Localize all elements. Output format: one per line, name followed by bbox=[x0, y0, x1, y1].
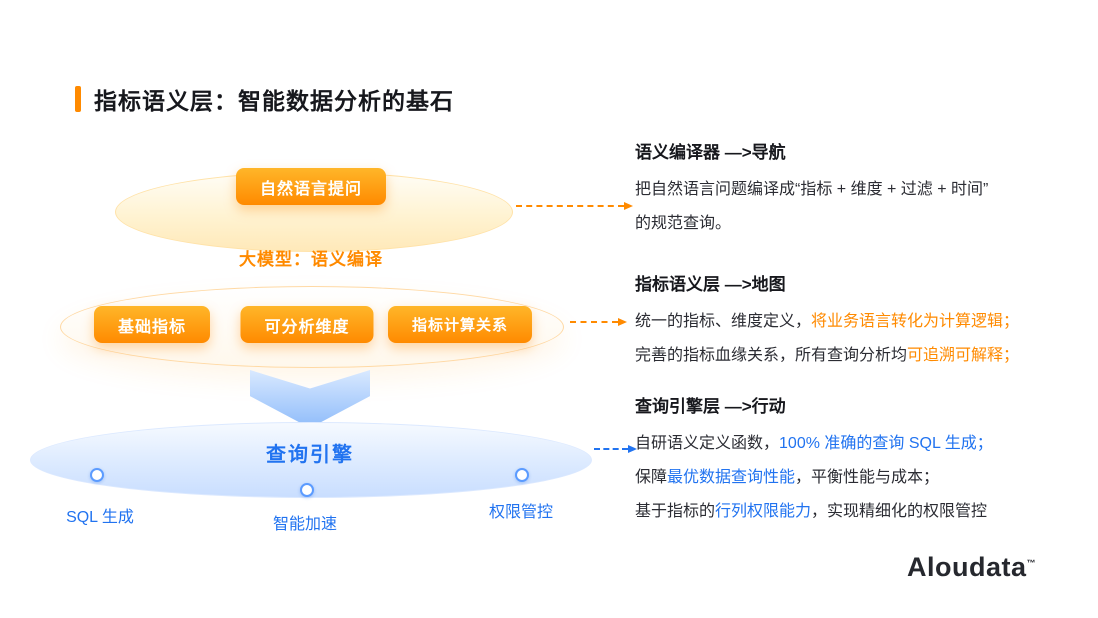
connector-arrow-query-engine bbox=[594, 445, 637, 453]
logo-wordmark: Aloudata bbox=[906, 552, 1027, 582]
query-engine-ellipse bbox=[30, 422, 592, 498]
node-dot-acceleration bbox=[300, 483, 314, 497]
connector-arrow-semantic-layer bbox=[570, 318, 627, 326]
annotation-compiler-heading: 语义编译器 —>导航 bbox=[635, 143, 786, 162]
metric-calc-relations-pill: 指标计算关系 bbox=[387, 306, 533, 343]
highlighted-text-segment: 行列权限能力 bbox=[715, 503, 812, 520]
node-dot-sql bbox=[90, 468, 104, 482]
annotation-compiler: 语义编译器 —>导航 把自然语言问题编译成“指标 + 维度 + 过滤 + 时间”… bbox=[635, 138, 1080, 241]
page-header: 指标语义层：智能数据分析的基石 bbox=[75, 82, 454, 116]
highlighted-text-segment: 将业务语言转化为计算逻辑； bbox=[811, 313, 1020, 330]
annotation-query-engine-line3: 基于指标的行列权限能力，实现精细化的权限管控 bbox=[635, 495, 1080, 529]
llm-semantic-compile-caption: 大模型：语义编译 bbox=[239, 250, 383, 269]
annotation-compiler-line1: 把自然语言问题编译成“指标 + 维度 + 过滤 + 时间” bbox=[635, 181, 989, 198]
text-segment: ，实现精细化的权限管控 bbox=[811, 503, 988, 520]
annotation-query-engine-heading: 查询引擎层 —>行动 bbox=[635, 397, 786, 416]
down-arrow bbox=[250, 370, 370, 428]
highlighted-text-segment: 可追溯可解释； bbox=[907, 347, 1020, 364]
query-engine-title: 查询引擎 bbox=[266, 444, 354, 466]
text-segment: 自研语义定义函数， bbox=[635, 435, 780, 452]
page-title: 指标语义层：智能数据分析的基石 bbox=[94, 88, 454, 114]
text-segment: 基于指标的 bbox=[635, 503, 716, 520]
analyzable-dimensions-pill: 可分析维度 bbox=[240, 306, 374, 343]
connector-arrow-compiler bbox=[516, 202, 633, 210]
node-dot-permission bbox=[515, 468, 529, 482]
annotation-query-engine-line1: 自研语义定义函数，100% 准确的查询 SQL 生成； bbox=[635, 427, 1080, 461]
annotation-compiler-line2: 的规范查询。 bbox=[635, 215, 732, 232]
logo-trademark: ™ bbox=[1026, 558, 1036, 568]
annotation-semantic-layer-line1: 统一的指标、维度定义，将业务语言转化为计算逻辑； bbox=[635, 305, 1080, 339]
highlighted-text-segment: 最优数据查询性能 bbox=[667, 469, 796, 486]
annotation-semantic-layer: 指标语义层 —>地图 统一的指标、维度定义，将业务语言转化为计算逻辑； 完善的指… bbox=[635, 270, 1080, 373]
title-accent-bar bbox=[75, 86, 81, 112]
node-label-sql-generation: SQL 生成 bbox=[66, 509, 134, 526]
natural-language-question-pill: 自然语言提问 bbox=[235, 168, 387, 205]
text-segment: 统一的指标、维度定义， bbox=[635, 313, 812, 330]
annotation-query-engine: 查询引擎层 —>行动 自研语义定义函数，100% 准确的查询 SQL 生成； 保… bbox=[635, 392, 1080, 529]
annotation-semantic-layer-line2: 完善的指标血缘关系，所有查询分析均可追溯可解释； bbox=[635, 339, 1080, 373]
aloudata-logo: Aloudata™ bbox=[907, 552, 1036, 583]
node-label-smart-acceleration: 智能加速 bbox=[272, 516, 338, 533]
highlighted-text-segment: 100% 准确的查询 SQL 生成； bbox=[779, 435, 993, 452]
text-segment: ，平衡性能与成本； bbox=[795, 469, 940, 486]
text-segment: 保障 bbox=[635, 469, 668, 486]
annotation-query-engine-line2: 保障最优数据查询性能，平衡性能与成本； bbox=[635, 461, 1080, 495]
text-segment: 完善的指标血缘关系，所有查询分析均 bbox=[635, 347, 908, 364]
basic-metrics-pill: 基础指标 bbox=[93, 306, 211, 343]
annotation-semantic-layer-heading: 指标语义层 —>地图 bbox=[635, 275, 786, 294]
node-label-permission-control: 权限管控 bbox=[488, 504, 554, 521]
